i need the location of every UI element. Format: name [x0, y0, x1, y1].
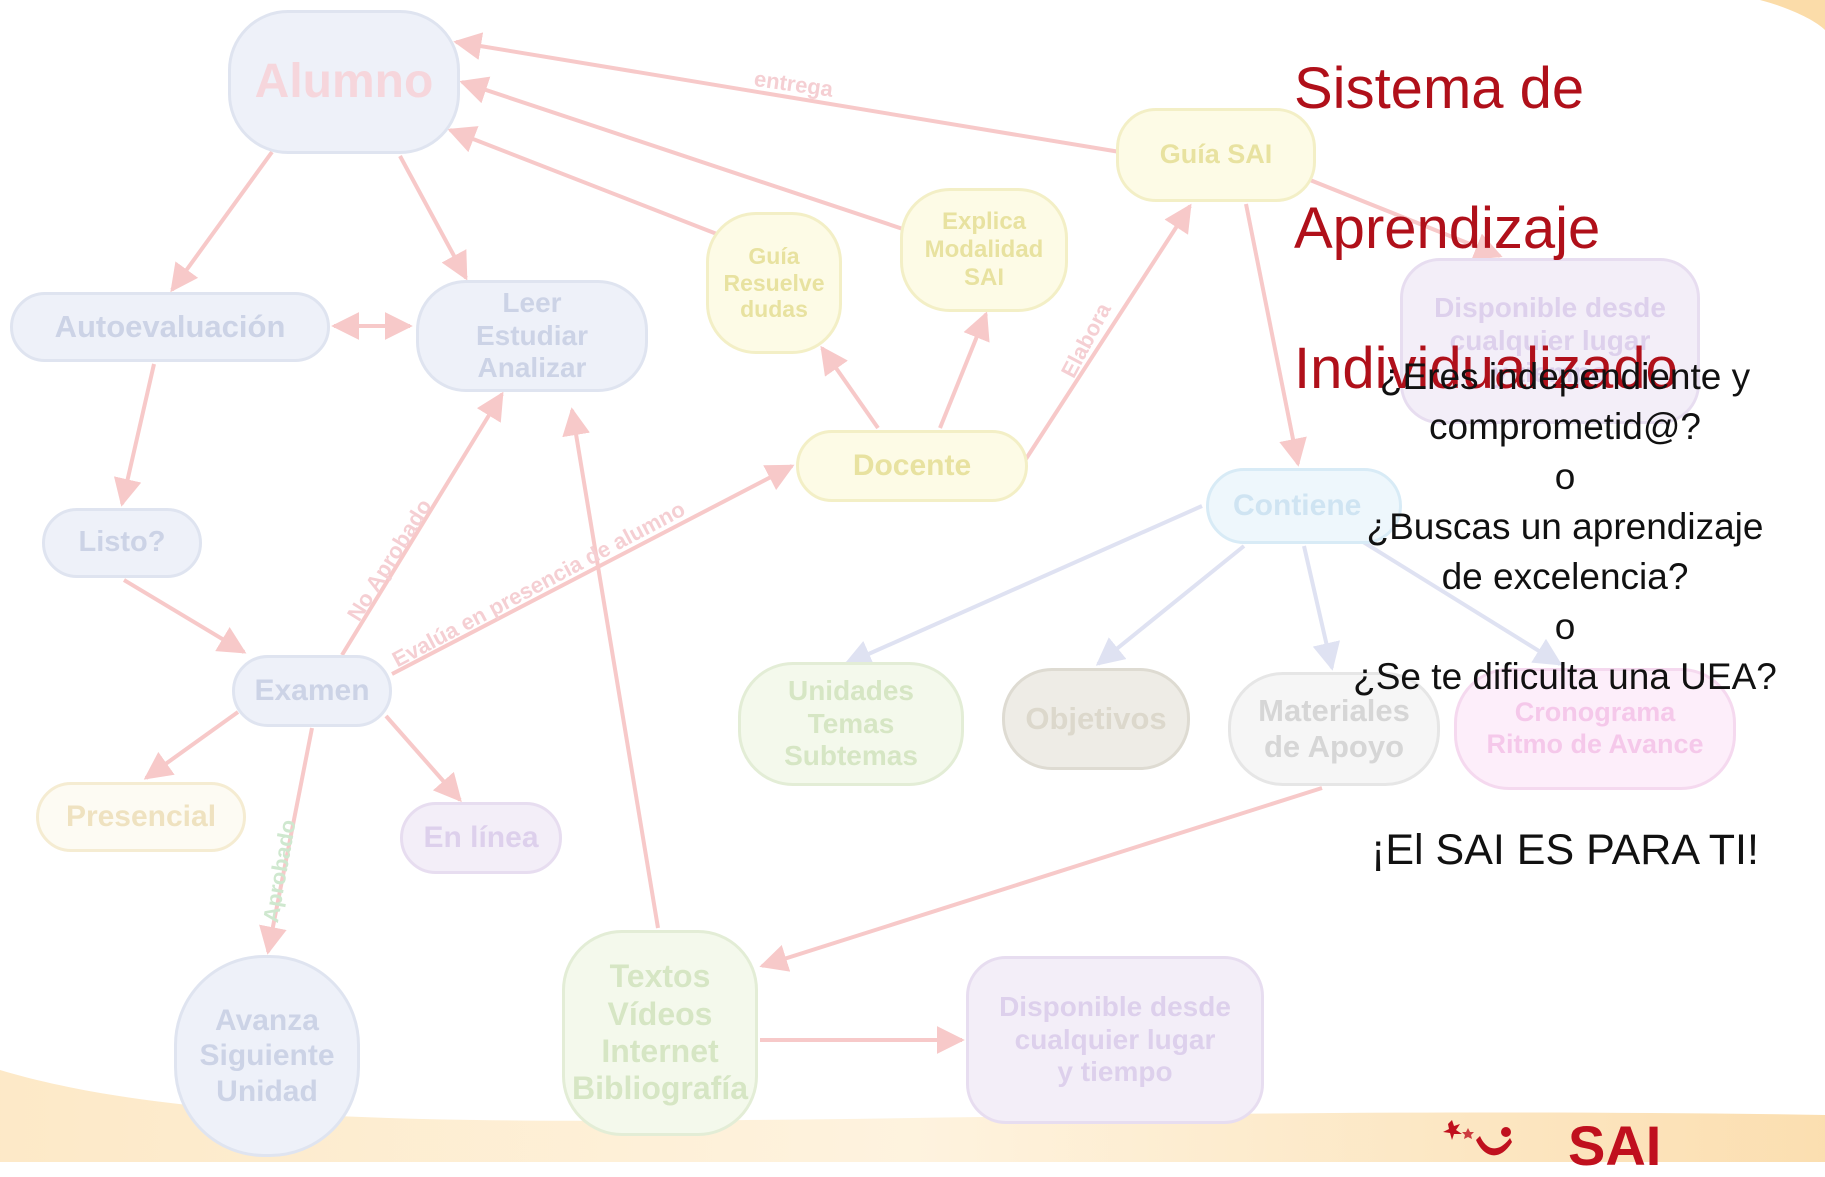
- node-cronograma: Cronograma Ritmo de Avance: [1454, 668, 1736, 790]
- node-explica: Explica Modalidad SAI: [900, 188, 1068, 312]
- arrow-contiene-to-objetivos: [1095, 544, 1246, 666]
- arrow-textos-to-leer: [562, 407, 660, 929]
- arrow-examen-to-avanza: [259, 727, 314, 955]
- arrow-autoeval-to-listo: [113, 363, 156, 507]
- node-disponible-bottom: Disponible desde cualquier lugar y tiemp…: [966, 956, 1264, 1124]
- arrow-docente-to-guiasai: [1022, 203, 1192, 464]
- or-2: o: [1554, 606, 1576, 647]
- question-1: ¿Eres independiente y: [1379, 356, 1751, 397]
- sai-logo-icon: [1443, 1120, 1512, 1156]
- title-line-2: Aprendizaje: [1294, 196, 1601, 261]
- slide-title: Sistema de Aprendizaje Individualizado: [1294, 0, 1678, 474]
- question-2: ¿Buscas un aprendizaje: [1366, 506, 1764, 547]
- arrow-docente-to-explica: [938, 311, 990, 429]
- node-objetivos: Objetivos: [1002, 668, 1190, 770]
- arrow-examen-to-presencial: [143, 710, 240, 780]
- node-avanza: Avanza Siguiente Unidad: [174, 955, 360, 1157]
- arrow-contiene-to-unidades: [843, 504, 1203, 667]
- question-1-cont: comprometid@?: [1429, 406, 1701, 447]
- arrow-guia-to-alumno: [453, 32, 1121, 154]
- question-block: ¿Eres independiente y comprometid@? o ¿B…: [1314, 352, 1816, 702]
- arrow-docente-to-guiaresuelve: [820, 345, 880, 430]
- decor-swoosh-top: [1760, 0, 1825, 30]
- arrow-guiasai-to-disponible: [1299, 174, 1503, 260]
- arrow-materiales-to-textos: [759, 786, 1323, 972]
- node-en-linea: En línea: [400, 802, 562, 874]
- node-materiales: Materiales de Apoyo: [1228, 672, 1440, 786]
- node-leer-estudiar-analizar: Leer Estudiar Analizar: [416, 280, 648, 392]
- arrow-contiene-to-materiales: [1302, 545, 1341, 671]
- arrow-listo-to-examen: [122, 578, 247, 654]
- node-textos: Textos Vídeos Internet Bibliografía: [562, 930, 758, 1136]
- title-line-3: Individualizado: [1294, 336, 1678, 401]
- arrow-examen-to-docente: [391, 464, 795, 676]
- decor-swoosh-bottom: [0, 1070, 1825, 1162]
- node-guia-resuelve: Guía Resuelve dudas: [706, 212, 842, 354]
- question-3: ¿Se te dificulta una UEA?: [1353, 656, 1777, 697]
- arrow-examen-to-leer: [340, 391, 504, 657]
- node-disponible-top: Disponible desde cualquier lugar y tiemp…: [1400, 258, 1700, 424]
- node-docente: Docente: [796, 430, 1028, 502]
- question-2-cont: de excelencia?: [1441, 556, 1689, 597]
- or-1: o: [1554, 456, 1576, 497]
- node-examen: Examen: [232, 655, 392, 727]
- arrow-examen-to-enlinea: [384, 714, 462, 803]
- title-line-1: Sistema de: [1294, 56, 1585, 121]
- node-listo: Listo?: [42, 508, 202, 578]
- arrow-guiasai-to-contiene: [1244, 203, 1307, 467]
- arrow-alumno-to-autoeval: [170, 150, 274, 293]
- node-alumno: Alumno: [228, 10, 460, 154]
- arrow-guiaresuelve-to-alumno: [447, 126, 723, 238]
- sai-logo-text: SAI: [1568, 1114, 1662, 1177]
- arrow-contiene-to-cronograma: [1358, 538, 1563, 666]
- tagline: ¡El SAI ES PARA TI!: [1371, 826, 1759, 874]
- arrow-explica-to-alumno: [459, 76, 913, 234]
- arrow-alumno-to-leer: [398, 155, 468, 281]
- node-unidades: Unidades Temas Subtemas: [738, 662, 964, 786]
- node-presencial: Presencial: [36, 782, 246, 852]
- node-guia-sai: Guía SAI: [1116, 108, 1316, 202]
- node-autoevaluacion: Autoevaluación: [10, 292, 330, 362]
- node-contiene: Contiene: [1206, 468, 1402, 544]
